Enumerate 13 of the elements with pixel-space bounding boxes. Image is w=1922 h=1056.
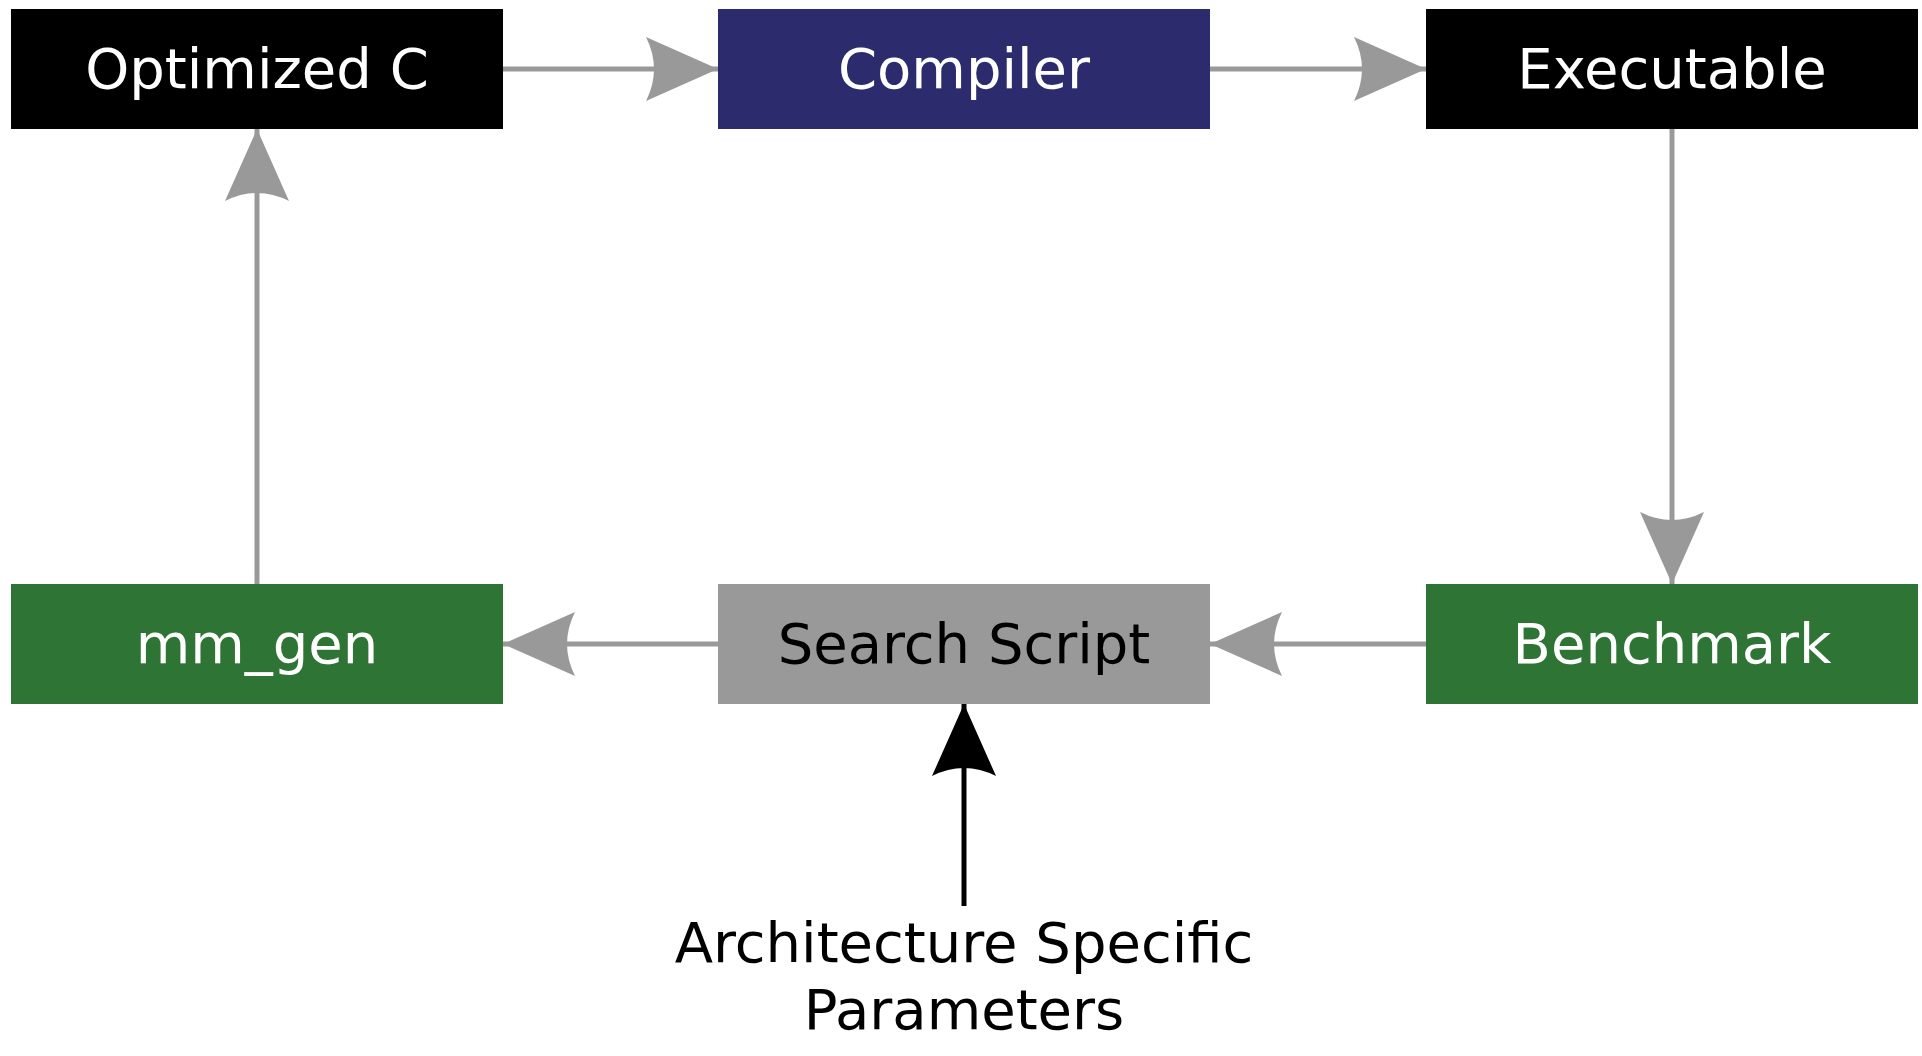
box-label: Executable — [1517, 35, 1827, 103]
process-box — [718, 584, 1210, 704]
box-label: mm_gen — [135, 610, 379, 678]
process-box — [1426, 9, 1918, 129]
process-box — [11, 9, 503, 129]
box-label: Benchmark — [1512, 610, 1832, 678]
box-label: Search Script — [777, 610, 1151, 678]
process-box — [718, 9, 1210, 129]
input-label: Architecture Specific Parameters — [673, 908, 1255, 1044]
process-box — [11, 584, 503, 704]
box-label: Compiler — [837, 35, 1091, 103]
process-box — [1426, 584, 1918, 704]
box-label: Optimized C — [85, 35, 429, 103]
